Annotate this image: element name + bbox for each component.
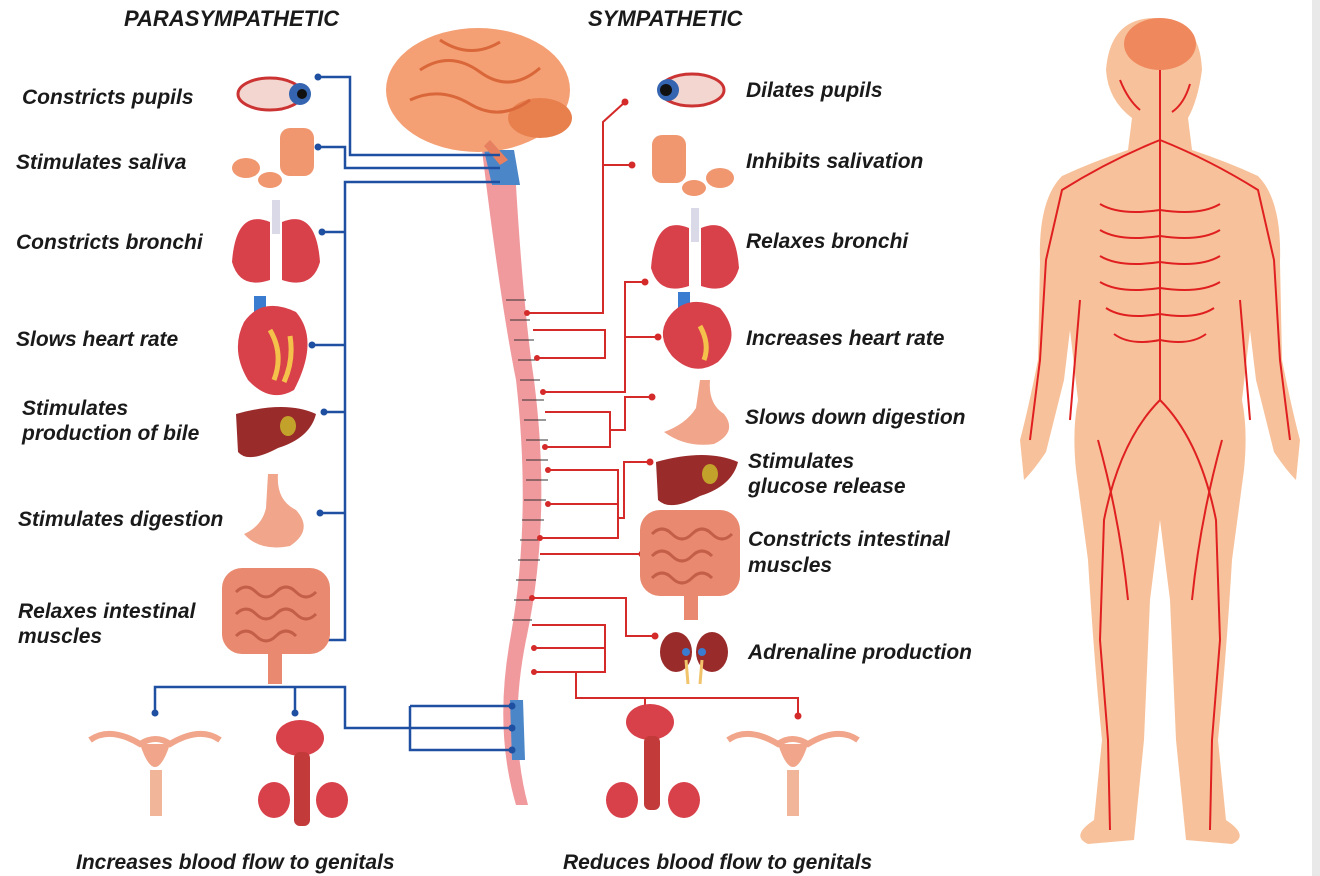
female-reproductive-image-right: [728, 734, 858, 816]
label-relaxes-bronchi: Relaxes bronchi: [746, 229, 908, 254]
male-reproductive-image-right: [606, 704, 700, 818]
salivary-glands-image-right: [652, 135, 734, 196]
salivary-glands-image-left: [232, 128, 314, 188]
label-relaxes-intestinal-line1: Relaxes intestinal: [18, 599, 195, 624]
liver-image-right: [656, 455, 738, 505]
label-dilates-pupils: Dilates pupils: [746, 78, 883, 103]
label-stimulates-glucose-line1: Stimulates: [748, 449, 854, 474]
stomach-image-left: [244, 474, 304, 548]
label-constricts-intestinal-line2: muscles: [748, 553, 832, 578]
stomach-image-right: [664, 380, 729, 445]
caption-reduces-blood-flow: Reduces blood flow to genitals: [563, 850, 872, 875]
female-reproductive-image-left: [90, 734, 220, 816]
intestines-image-left: [222, 568, 330, 684]
label-adrenaline-production: Adrenaline production: [748, 640, 972, 665]
parasympathetic-nerve-endpoints: [152, 74, 516, 754]
label-stimulates-saliva: Stimulates saliva: [16, 150, 186, 175]
label-inhibits-salivation: Inhibits salivation: [746, 149, 923, 174]
liver-image-left: [236, 407, 316, 457]
label-slows-down-digestion: Slows down digestion: [745, 405, 966, 430]
eye-image-right: [657, 74, 724, 106]
label-constricts-pupils: Constricts pupils: [22, 85, 194, 110]
male-reproductive-image-left: [258, 720, 348, 826]
label-stimulates-bile-line2: production of bile: [22, 421, 199, 446]
label-stimulates-bile-line1: Stimulates: [22, 396, 128, 421]
label-slows-heart-rate: Slows heart rate: [16, 327, 178, 352]
eye-image-left: [238, 78, 311, 110]
label-relaxes-intestinal-line2: muscles: [18, 624, 102, 649]
lungs-image-left: [232, 200, 320, 283]
intestines-image-right: [640, 510, 740, 620]
brain-image: [386, 28, 572, 165]
heart-image-right: [663, 292, 732, 369]
label-constricts-intestinal-line1: Constricts intestinal: [748, 527, 950, 552]
label-constricts-bronchi: Constricts bronchi: [16, 230, 203, 255]
label-stimulates-digestion: Stimulates digestion: [18, 507, 223, 532]
heart-image-left: [238, 296, 308, 395]
caption-increases-blood-flow: Increases blood flow to genitals: [76, 850, 395, 875]
scrollbar[interactable]: [1312, 0, 1320, 876]
kidneys-image-right: [660, 632, 728, 684]
label-increases-heart-rate: Increases heart rate: [746, 326, 944, 351]
parasympathetic-nerves: [155, 77, 512, 750]
label-stimulates-glucose-line2: glucose release: [748, 474, 906, 499]
human-body-figure: [1020, 18, 1300, 844]
lungs-image-right: [651, 208, 739, 289]
